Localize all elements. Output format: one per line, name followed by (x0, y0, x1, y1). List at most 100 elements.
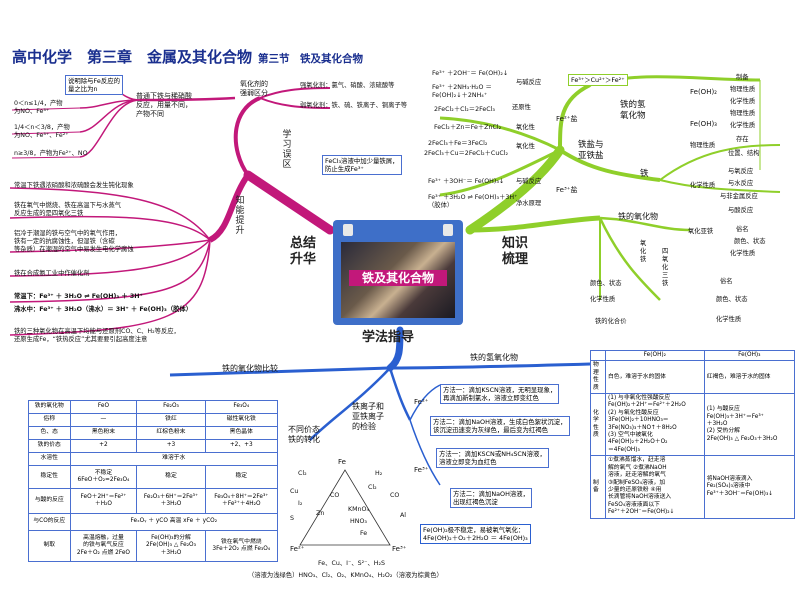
ion-method-3: 方法一：滴加KSCN或NH₄SCN溶液， 溶液立即变为血红色 (436, 448, 549, 468)
table-row: 色、态黑色粉末红棕色粉末黑色晶体 (28, 426, 279, 440)
branch-method: 学法指导 (362, 330, 415, 345)
ion-method-4: 方法二：滴加NaOH溶液， 出现红褐色沉淀 (450, 488, 533, 508)
ion-test-head: 铁离子和 亚铁离子 的检验 (352, 402, 384, 431)
hint-box: 说明除与Fe反应的 量之比为n (65, 75, 123, 95)
ability-1: 常温下铁遇浓硝酸和浓硫酸会发生钝化现象 (14, 182, 134, 189)
title-main: 高中化学 第三章 金属及其化合物 (12, 48, 253, 66)
conv-label: Zn (316, 510, 325, 517)
oxide-table-caption: 铁的氧化物比较 (222, 364, 278, 373)
conv-label: I₂ (298, 500, 303, 507)
ion-test-fe3: Fe³⁺ (414, 466, 429, 474)
fe3-r7: Fe³⁺ ＋3OH⁻＝ Fe(OH)₃↓ (428, 178, 505, 185)
fe3o4-node: 四氧化三铁 (662, 248, 669, 287)
rt-prep: 制备 (736, 74, 749, 81)
ion-method-2: 方法二：滴加NaOH溶液，生成白色絮状沉淀， 该沉淀迅速变为灰绿色，最后变为红褐… (430, 416, 570, 436)
hydroxide-table-caption: 铁的氢氧化物 (470, 353, 518, 362)
conv-label: Cu (290, 488, 299, 495)
feo-common: 俗名 (736, 226, 749, 233)
iron-node: 铁 (640, 169, 649, 179)
fe3-salt-head: Fe³⁺盐 (556, 186, 578, 194)
fe2-salt-head: Fe²⁺盐 (556, 115, 578, 123)
fe3o4-chem: 化学性质 (716, 316, 742, 323)
fecl2-note: FeCl₃溶液中加少量铁屑， 防止生成Fe³⁺ (322, 155, 402, 175)
fe3-r8: Fe³⁺ ＋3H₂O ⇌ Fe(OH)₃＋3H⁺ （胶体） (428, 194, 518, 209)
iron-with-nonmetal: 与非金属反应 (720, 193, 758, 200)
ability-3: 铝冷于潮湿的铁与空气中的氧气作用， 铁有一定的抗腐蚀性，但湿铁（含碳 等杂质）在… (14, 230, 134, 253)
rt-phys: 物理性质 (730, 86, 756, 93)
oxides-node: 铁的氧化物 (618, 212, 658, 221)
conv-footer: （溶液为浅绿色）HNO₃、Cl₂、O₂、KMnO₄、H₂O₂（溶液为棕黄色） (248, 572, 443, 579)
hydrolysis-2: 沸水中：Fe³⁺ ＋ 3H₂O（沸水）＝ 3H⁺ ＋ Fe(OH)₃（胶体） (14, 306, 193, 313)
feoh2-node: Fe(OH)₂ (690, 88, 717, 96)
zone-ability: 知能提升 (235, 196, 245, 236)
fe3-r6: 2FeCl₃＋Cu＝2FeCl₂＋CuCl₂ (424, 150, 508, 157)
order-box: Fe³⁺＞Cu²⁺＞Fe²⁺ (568, 74, 628, 86)
conv-label: Cl₂ (368, 484, 377, 491)
fe2o3-node: 氧化铁 (640, 240, 647, 263)
conv-label: Al (400, 512, 407, 519)
center-image: 铁及其化合物 (333, 220, 463, 325)
table-row: 水溶性难溶于水 (28, 452, 279, 466)
conv-fe3: Fe³⁺ (392, 545, 407, 553)
conv-label: CO (390, 492, 400, 499)
salt-group: 铁盐与 亚铁盐 (578, 140, 604, 161)
iron-exist: 存在 (736, 136, 749, 143)
feoh3-node: Fe(OH)₃ (690, 120, 717, 128)
fe3o4-color: 颜色、状态 (716, 296, 748, 303)
ability-2: 铁在氧气中燃烧、铁在高温下与水蒸气 反应生成的是四氧化三铁 (14, 202, 122, 217)
fe2-r1-type: 与碱反应 (516, 79, 542, 86)
iron-with-acid: 与酸反应 (728, 207, 754, 214)
ratio-2: 1/4＜n＜3/8，产物 为NO、Fe³⁺、Fe²⁺ (14, 124, 70, 139)
conv-label: H₂ (375, 470, 383, 477)
iron-with-oxygen: 与氧反应 (728, 168, 754, 175)
table-row: 化学性质(1) 与非氧化性强酸反应 Fe(OH)₂＋2H⁺＝Fe²⁺＋2H₂O … (590, 393, 796, 457)
ion-summary: Fe(OH)₂极不稳定，易被氧气氧化： 4Fe(OH)₂＋O₂＋2H₂O ＝ 4… (420, 524, 531, 544)
rt-phys2: 物理性质 (730, 110, 756, 117)
fe2o3-color: 颜色、状态 (590, 280, 622, 287)
iron-chem: 化学性质 (690, 182, 716, 189)
conv-label: HNO₃ (350, 518, 367, 525)
rt-chem: 化学性质 (730, 98, 756, 105)
rt-chem2: 化学性质 (730, 122, 756, 129)
ability-5: 铁的三种氧化物在高温下均能与还原剂CO、C、H₂等反应， 还原生成Fe，“铁热反… (14, 328, 180, 343)
iron-phys: 物理性质 (690, 142, 716, 149)
conv-label: Fe (360, 530, 368, 537)
fe2-r3: 2FeCl₂＋Cl₂＝2FeCl₃ (434, 106, 495, 113)
title-section: 第三节 铁及其化合物 (258, 53, 364, 65)
feo-color: 颜色、状态 (734, 238, 766, 245)
ratio-3: n≥3/8，产物为Fe²⁺、NO (14, 150, 88, 157)
fe3o4-common: 俗名 (720, 278, 733, 285)
page-title: 高中化学 第三章 金属及其化合物第三节 铁及其化合物 (12, 46, 363, 67)
fe3-r8-type: 净水原理 (516, 200, 542, 207)
hno3-note: 普通下铁与稀硝酸 反应，用量不同， 产物不同 (136, 92, 192, 118)
zone-misconception: 学习误区 (282, 130, 292, 170)
weak-oxidant: 弱氧化剂：铁、硫、铁离子、铜离子等 (300, 102, 408, 109)
ratio-1: 0＜n≤1/4，产物 为NO、Fe³⁺ (14, 100, 63, 115)
fe2-r1: Fe³⁺ ＋2OH⁻＝ Fe(OH)₂↓ (432, 70, 509, 77)
conv-label: KMnO₄ (348, 506, 370, 513)
oxidant-head: 氧化剂的 强弱区分 (240, 80, 268, 97)
fe2-r2: Fe³⁺ ＋2NH₃·H₂O ＝ Fe(OH)₂↓＋2NH₄⁺ (432, 84, 492, 99)
table-row: 俗称—铁红磁性氧化铁 (28, 413, 279, 427)
conv-label: Cl₂ (298, 470, 307, 477)
fe2-r3-type: 还原性 (512, 104, 531, 111)
iron-position: 位置、结构 (728, 150, 760, 157)
branch-knowledge: 知识 梳理 (502, 236, 529, 267)
conv-label: S (290, 515, 294, 522)
fe2-r4: FeCl₂＋Zn＝Fe＋ZnCl₂ (434, 124, 502, 131)
ion-test-fe2: Fe²⁺ (414, 398, 429, 406)
conversion-head: 不同价态 铁的转化 (288, 425, 320, 444)
conv-fe: Fe (338, 458, 346, 466)
valence-node: 铁的化合价 (595, 318, 627, 325)
fe3-r6-type: 氧化性 (516, 143, 535, 150)
conv-label: CO (330, 492, 340, 499)
hydroxide-node: 铁的氢 氧化物 (620, 100, 646, 121)
table-row: 铁的价态+2+3+2、+3 (28, 439, 279, 453)
